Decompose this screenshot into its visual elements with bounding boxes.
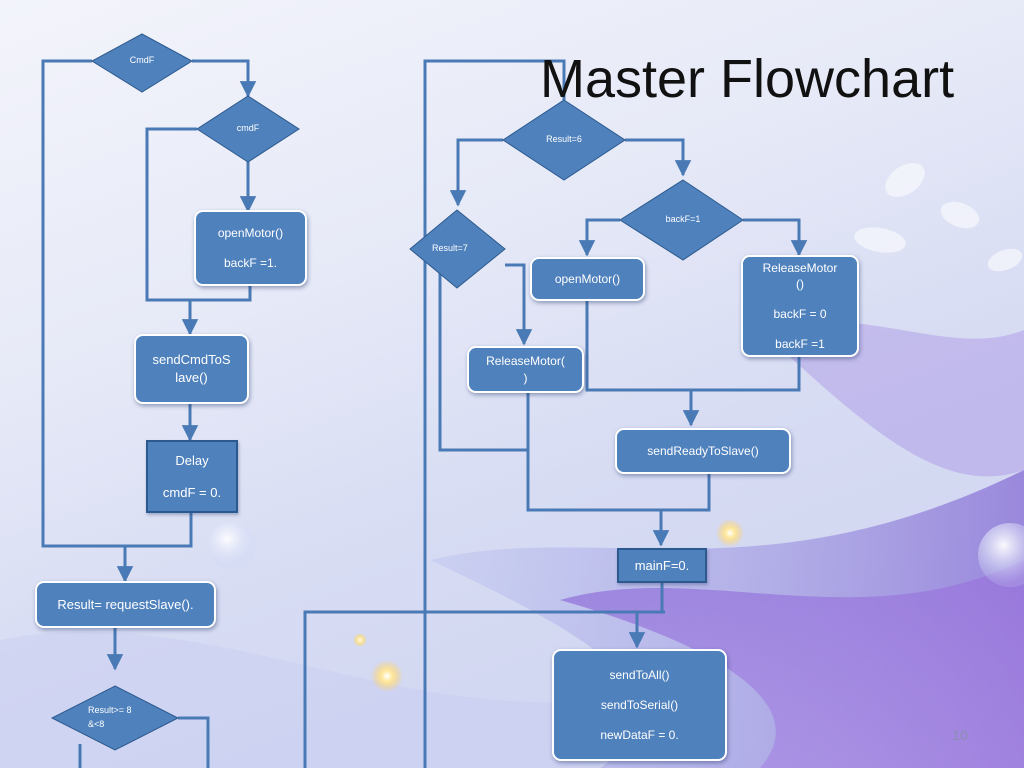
connector [625, 138, 692, 177]
connector [578, 218, 620, 257]
decision-label: Result>= 8 &<8 [88, 705, 132, 729]
bubble-decoration [978, 523, 1024, 587]
process-text: Delay [175, 452, 209, 468]
process-text: cmdF = 0. [162, 484, 222, 500]
process-text: newDataF = 0. [600, 728, 679, 743]
connector [743, 218, 808, 257]
process-send-all: sendToAll() sendToSerial() newDataF = 0. [552, 649, 727, 761]
connector [526, 393, 670, 547]
process-text: sendToAll() [609, 667, 670, 682]
process-send-cmd-to-slave: sendCmdToS lave() [134, 334, 249, 404]
decision-result6 [502, 99, 626, 181]
decision-label: CmdF [129, 55, 155, 65]
connector [303, 610, 665, 768]
connector [181, 285, 252, 336]
process-text: sendReadyToSlave() [647, 443, 759, 458]
connector [192, 59, 257, 98]
connector [449, 138, 503, 207]
decision-result7 [409, 209, 506, 289]
slide-number: 10 [952, 727, 968, 743]
connector [691, 357, 801, 392]
connector [41, 59, 134, 583]
decision-label: Result=6 [546, 134, 582, 144]
connector [505, 263, 533, 346]
decision-result-ge8 [50, 685, 180, 751]
sparkle-decoration [371, 660, 403, 692]
process-text: Result= requestSlave(). [57, 596, 194, 612]
sparkle-decoration [353, 633, 367, 647]
connector [178, 716, 210, 768]
sparkle-decoration [716, 519, 744, 547]
flower-decoration [854, 162, 1023, 272]
connector [438, 265, 528, 452]
process-text: backF = 0 [773, 307, 827, 321]
connector [125, 513, 193, 548]
slide-title: Master Flowchart [540, 49, 955, 109]
process-send-ready-to-slave: sendReadyToSlave() [615, 428, 791, 474]
connector [661, 473, 711, 512]
process-text: sendCmdToS [152, 352, 231, 368]
process-text: sendToSerial() [600, 697, 679, 712]
process-text: ReleaseMotor [762, 260, 838, 275]
connector [628, 583, 664, 649]
process-text: openMotor() [217, 225, 284, 240]
process-main-f: mainF=0. [617, 548, 707, 583]
connector [423, 59, 566, 768]
decision-cmdf-inner [196, 95, 300, 163]
connector [585, 300, 700, 427]
decision-label: backF=1 [665, 214, 701, 224]
process-request-slave: Result= requestSlave(). [35, 581, 216, 628]
process-delay: Delay cmdF = 0. [146, 440, 238, 513]
process-text: ) [523, 370, 528, 385]
decision-cmdf-outer [91, 33, 193, 93]
connector [145, 127, 197, 302]
process-text: mainF=0. [634, 557, 690, 573]
process-text: lave() [175, 370, 208, 385]
decision-label: cmdF [236, 123, 260, 133]
process-open-motor-left: openMotor() backF =1. [194, 210, 307, 286]
process-release-motor-mid: ReleaseMotor( ) [467, 346, 584, 393]
bubble-decoration [208, 522, 256, 570]
process-text: backF =1 [775, 337, 825, 352]
process-text: ReleaseMotor( [486, 354, 565, 369]
process-text: () [796, 276, 804, 291]
process-text: backF =1. [223, 256, 278, 270]
process-open-motor-right: openMotor() [530, 257, 645, 301]
decision-backf1 [619, 179, 744, 261]
process-text: openMotor() [554, 271, 621, 286]
decision-label: Result=7 [432, 243, 468, 253]
process-release-motor-right: ReleaseMotor () backF = 0 backF =1 [741, 255, 859, 357]
